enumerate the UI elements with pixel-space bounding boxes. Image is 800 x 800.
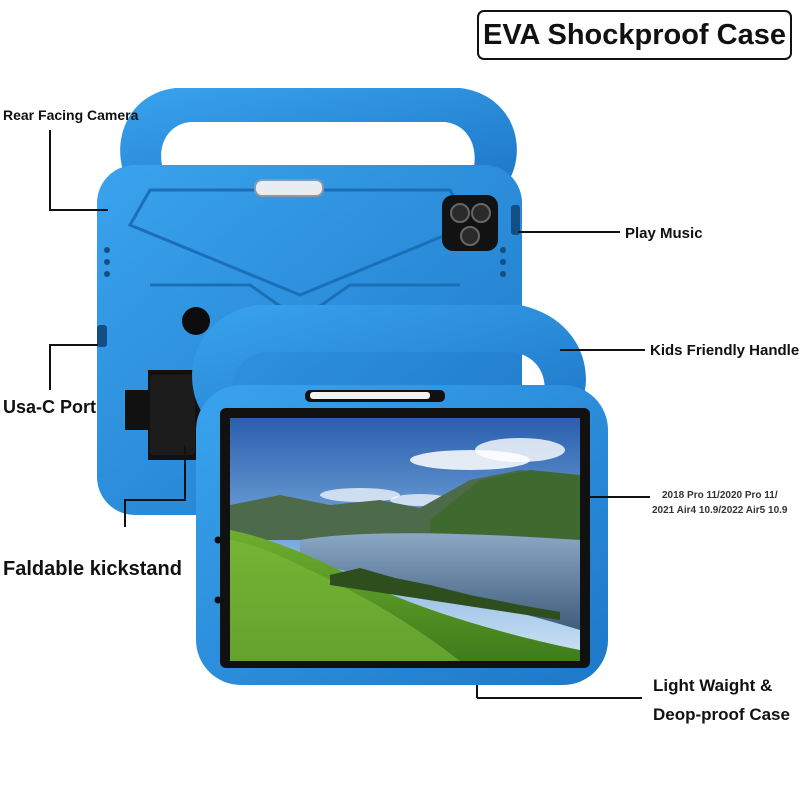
rear-camera-module — [442, 195, 498, 251]
models-label-line1: 2018 Pro 11/2020 Pro 11/ — [662, 490, 778, 501]
front-case-handle — [192, 305, 586, 420]
leader-rear-camera — [49, 130, 108, 211]
leader-usb-port — [49, 344, 98, 390]
front-case — [192, 305, 608, 685]
light-weight-label-line2: Deop-proof Case — [653, 705, 790, 724]
tablet-screen-landscape — [230, 418, 580, 661]
usb-port-label: Usa-C Port — [3, 397, 97, 417]
models-label-line2: 2021 Air4 10.9/2022 Air5 10.9 — [652, 505, 788, 516]
callout-leader-lines — [49, 130, 650, 699]
kids-handle-label: Kids Friendly Handle — [650, 342, 800, 359]
back-case-handle — [120, 88, 517, 182]
light-weight-label-line1: Light Waight & — [653, 676, 773, 695]
kickstand — [125, 370, 205, 460]
kickstand-label: Faldable kickstand — [3, 558, 182, 580]
pencil-slot-back — [254, 179, 324, 197]
back-logo-hole — [182, 307, 210, 335]
rear-camera-label: Rear Facing Camera — [3, 107, 139, 123]
play-music-label: Play Music — [625, 225, 703, 242]
leader-kickstand — [124, 445, 186, 527]
page-title: EVA Shockproof Case — [477, 10, 792, 60]
